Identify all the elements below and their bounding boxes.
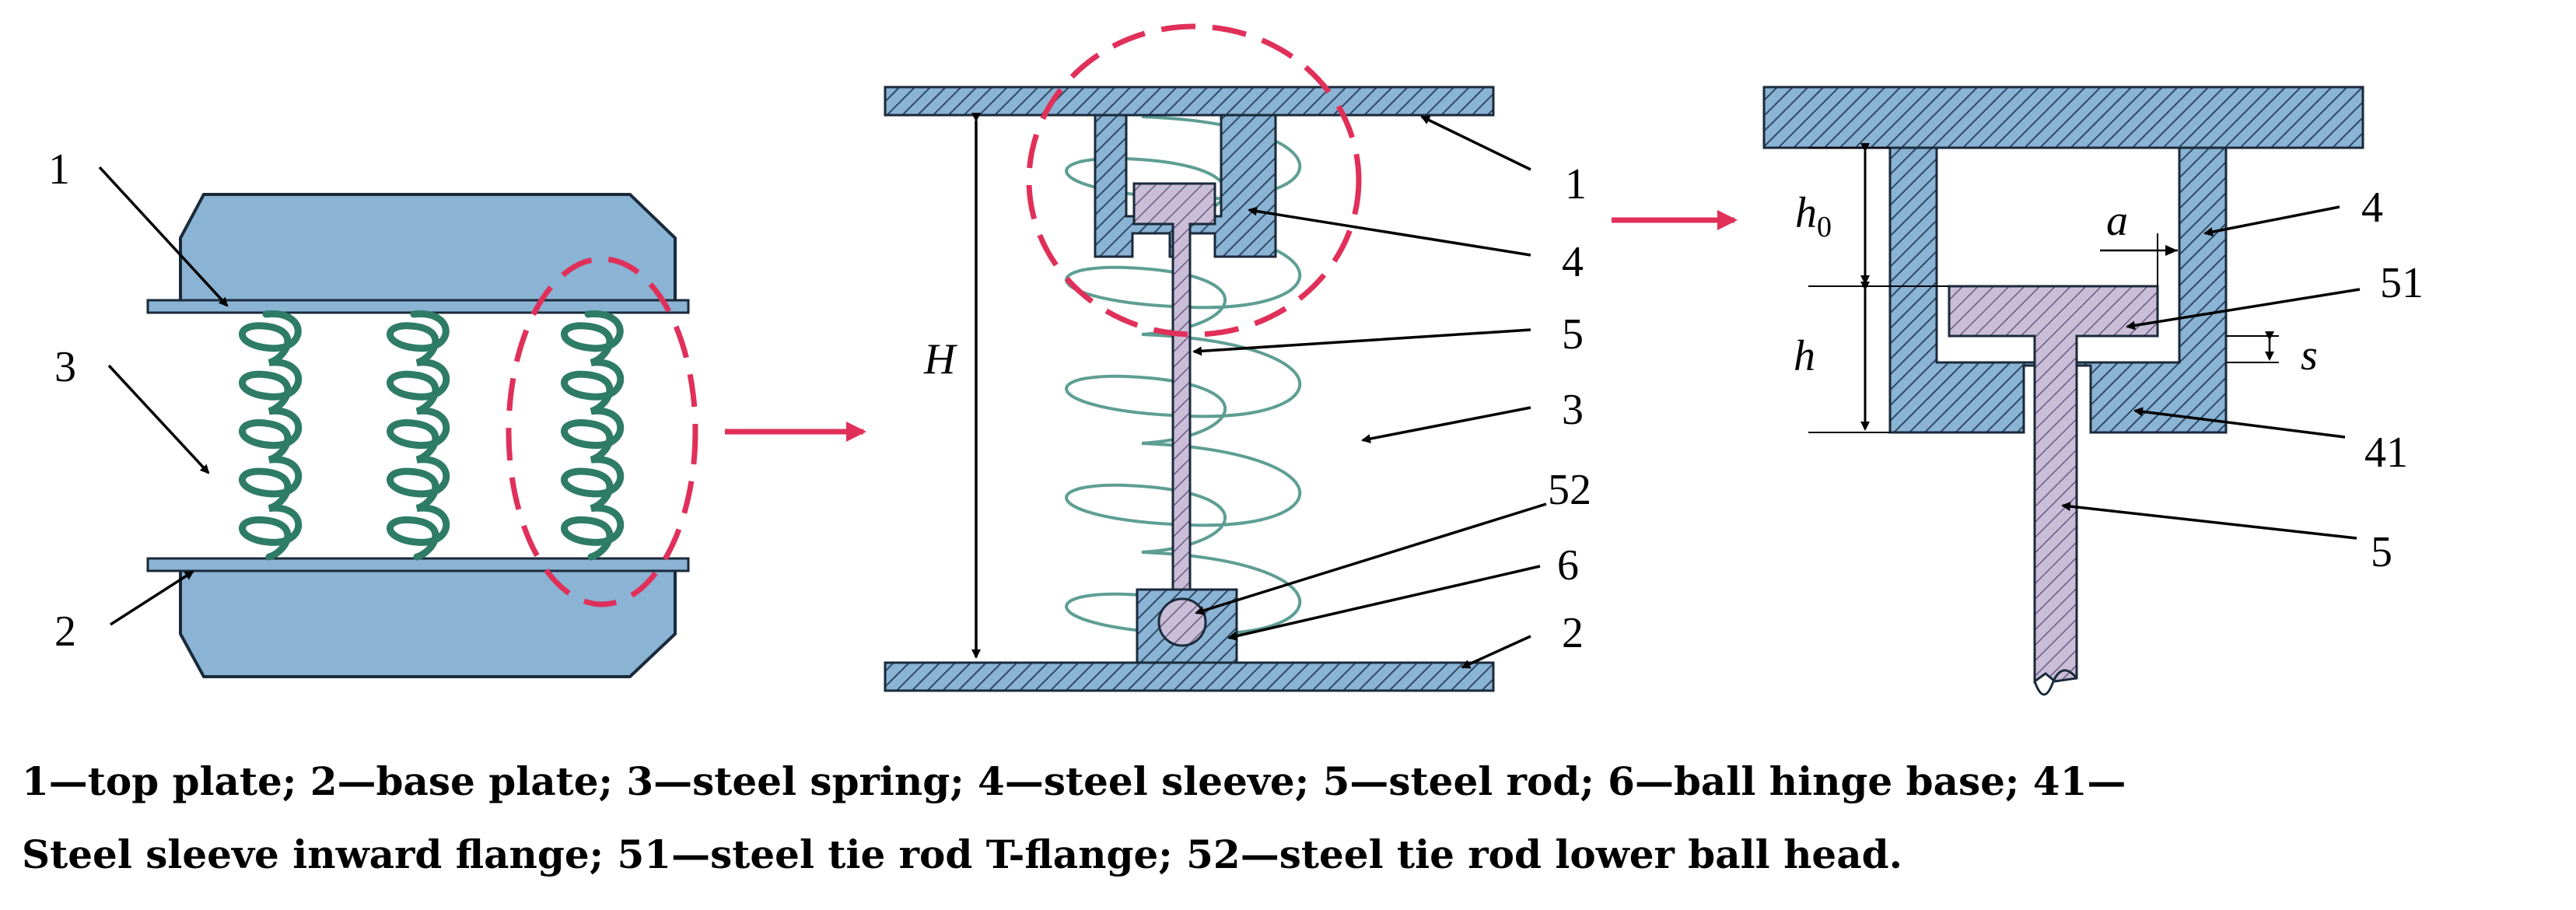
leader-top xyxy=(98,166,229,307)
spring-coil-1 xyxy=(239,310,303,561)
top-plate xyxy=(1762,86,2364,149)
label-6: 6 xyxy=(1557,541,1579,590)
panel-3-detail: h0 h a s 4 51 41 5 xyxy=(1762,86,2424,696)
figure-caption: 1—top plate; 2—base plate; 3—steel sprin… xyxy=(22,745,2565,891)
label-1: 1 xyxy=(48,145,70,194)
leader-1 xyxy=(1420,115,1531,171)
label-3: 3 xyxy=(1562,386,1584,434)
leader-6 xyxy=(1227,565,1541,641)
caption-line-2: Steel sleeve inward flange; 51—steel tie… xyxy=(22,831,1902,877)
spring-coil-3 xyxy=(561,310,625,561)
leader-spring xyxy=(107,364,210,474)
label-1: 1 xyxy=(1565,160,1587,208)
top-plate xyxy=(884,86,1495,117)
label-2: 2 xyxy=(1562,609,1584,657)
base-plate xyxy=(884,661,1495,692)
panel-1-overview: 1 3 2 xyxy=(48,145,698,678)
label-51: 51 xyxy=(2380,259,2424,307)
label-5: 5 xyxy=(2371,528,2392,576)
leader-4 xyxy=(1248,206,1531,257)
leader-5 xyxy=(2061,502,2357,540)
spring-coil-2 xyxy=(387,310,450,561)
damper-diagram: 1 3 2 H 1 4 5 3 52 6 2 xyxy=(48,23,2424,696)
leader-51 xyxy=(2126,288,2361,331)
leader-3 xyxy=(1361,406,1531,443)
label-s: s xyxy=(2301,331,2318,380)
highlight-ellipse xyxy=(506,256,698,607)
leader-4 xyxy=(2203,205,2340,236)
panel-2-unit: H 1 4 5 3 52 6 2 xyxy=(884,23,1591,692)
leader-2 xyxy=(1461,635,1531,669)
label-5: 5 xyxy=(1562,310,1584,359)
label-4: 4 xyxy=(2361,184,2383,232)
label-H: H xyxy=(923,335,957,383)
ball-head xyxy=(1157,597,1207,647)
base-plate xyxy=(146,557,690,572)
caption-line-1: 1—top plate; 2—base plate; 3—steel sprin… xyxy=(22,758,2126,804)
leader-5 xyxy=(1192,328,1531,356)
top-housing xyxy=(179,193,677,305)
rod-break xyxy=(2033,669,2078,696)
label-h: h xyxy=(1794,332,1815,380)
leader-base xyxy=(110,570,194,626)
label-52: 52 xyxy=(1548,466,1591,514)
label-4: 4 xyxy=(1562,238,1584,286)
label-3: 3 xyxy=(54,343,76,391)
highlight-ellipse xyxy=(1026,23,1362,338)
label-h0: h0 xyxy=(1795,189,1832,243)
t-flange-rod xyxy=(1948,285,2159,684)
leader-41 xyxy=(2133,407,2346,439)
label-41: 41 xyxy=(2364,429,2408,477)
steel-sleeve-detail xyxy=(1888,146,2228,434)
label-2: 2 xyxy=(54,607,76,656)
spring-group xyxy=(239,310,625,561)
leader-52 xyxy=(1195,502,1547,615)
bottom-housing xyxy=(179,566,677,678)
label-a: a xyxy=(2106,197,2128,245)
